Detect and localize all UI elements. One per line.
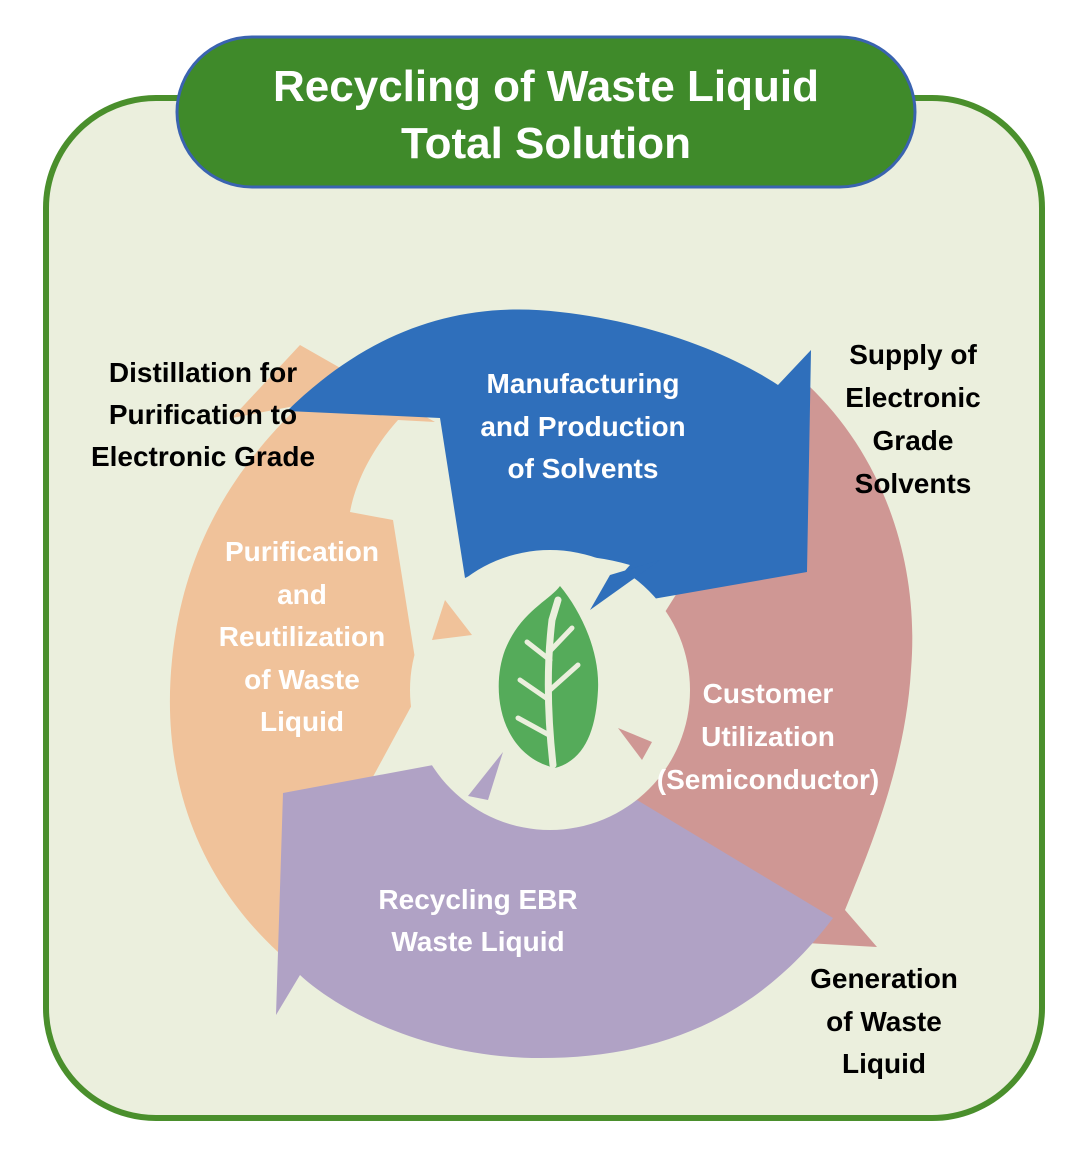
customer-arrow-tip	[618, 728, 652, 760]
generation-label-line-2: of Waste	[826, 1006, 942, 1037]
title-pill	[177, 37, 915, 187]
supply-label-line-4: Solvents	[855, 468, 972, 499]
purification-label-line-2: and	[277, 579, 327, 610]
recycling-label-line-1: Recycling EBR	[378, 884, 577, 915]
title-banner: Recycling of Waste Liquid Total Solution	[175, 35, 917, 189]
manufacturing-label-line-3: of Solvents	[508, 453, 659, 484]
recycling-label: Recycling EBR Waste Liquid	[378, 884, 577, 957]
leaf-vein-left-1	[517, 677, 552, 703]
distillation-label-line-2: Purification to	[109, 399, 297, 430]
manufacturing-label: Manufacturing and Production of Solvents	[480, 368, 685, 484]
supply-label-line-3: Grade	[873, 425, 954, 456]
manufacturing-label-line-1: Manufacturing	[487, 368, 680, 399]
leaf-vein-left-2	[524, 639, 553, 663]
cycle-diagram: Manufacturing and Production of Solvents…	[169, 309, 913, 1058]
title-line-1: Recycling of Waste Liquid	[273, 62, 819, 111]
leaf-vein-right-2	[548, 625, 575, 653]
purification-arrow	[169, 345, 435, 952]
customer-label-line-1: Customer	[703, 678, 834, 709]
customer-label: Customer Utilization (Semiconductor)	[657, 678, 879, 795]
supply-label-line-1: Supply of	[849, 339, 977, 370]
purification-arrow-tip	[432, 600, 472, 640]
recycling-arrow	[276, 752, 833, 1058]
purification-label-line-4: of Waste	[244, 664, 360, 695]
customer-label-line-2: Utilization	[701, 721, 835, 752]
leaf-vein-right-1	[547, 662, 581, 693]
leaf-vein-left-3	[515, 715, 552, 738]
distillation-label: Distillation for Purification to Electro…	[91, 357, 315, 472]
recycling-label-line-2: Waste Liquid	[391, 926, 564, 957]
manufacturing-arrow-tip	[590, 560, 660, 610]
leaf-icon	[498, 586, 599, 769]
purification-label-line-3: Reutilization	[219, 621, 385, 652]
generation-label-line-3: Liquid	[842, 1048, 926, 1079]
manufacturing-label-line-2: and Production	[480, 411, 685, 442]
supply-label-line-2: Electronic	[845, 382, 980, 413]
distillation-label-line-3: Electronic Grade	[91, 441, 315, 472]
generation-label-line-1: Generation	[810, 963, 958, 994]
recycling-arrow-tip	[468, 752, 503, 800]
purification-label-line-1: Purification	[225, 536, 379, 567]
customer-arrow	[620, 385, 913, 947]
title-pill-border	[175, 35, 917, 189]
supply-label: Supply of Electronic Grade Solvents	[845, 339, 980, 499]
manufacturing-arrow	[287, 309, 811, 610]
title-line-2: Total Solution	[401, 119, 691, 168]
purification-label: Purification and Reutilization of Waste …	[219, 536, 385, 737]
customer-label-line-3: (Semiconductor)	[657, 764, 879, 795]
distillation-label-line-1: Distillation for	[109, 357, 297, 388]
generation-label: Generation of Waste Liquid	[810, 963, 958, 1079]
purification-label-line-5: Liquid	[260, 706, 344, 737]
